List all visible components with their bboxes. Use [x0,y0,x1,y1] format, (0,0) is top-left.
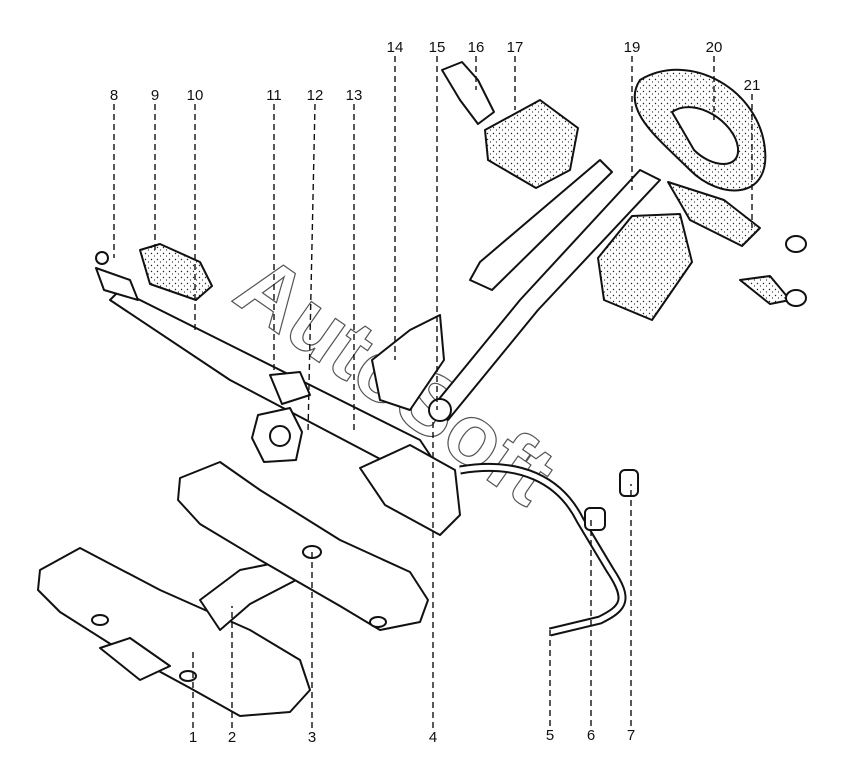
callout-20: 20 [706,39,723,56]
callout-1: 1 [189,729,197,746]
callout-10: 10 [187,87,204,104]
callout-7: 7 [627,727,635,744]
callout-9: 9 [151,87,159,104]
rear-crossmember [177,461,429,631]
callout-2: 2 [228,729,236,746]
callout-labels: 1 2 3 4 5 6 7 8 9 10 11 12 13 14 15 16 1… [110,39,761,746]
callout-16: 16 [468,39,485,56]
leader-lines [113,56,753,728]
callout-11: 11 [266,87,282,104]
callout-13: 13 [346,87,363,104]
callout-4: 4 [429,729,437,746]
stabilizer-bar [459,462,639,637]
callout-12: 12 [307,87,324,104]
front-subframe [37,547,311,717]
callout-3: 3 [308,729,316,746]
callout-21: 21 [744,77,761,94]
steering-column [371,61,693,422]
callout-17: 17 [507,39,524,56]
callout-14: 14 [387,39,404,56]
callout-5: 5 [546,727,554,744]
callout-8: 8 [110,87,118,104]
steering-rack [109,289,461,536]
callout-6: 6 [587,727,595,744]
callout-19: 19 [624,39,641,56]
steering-wheel [633,68,807,307]
callout-15: 15 [429,39,446,56]
tie-rod-and-boot [95,243,213,301]
